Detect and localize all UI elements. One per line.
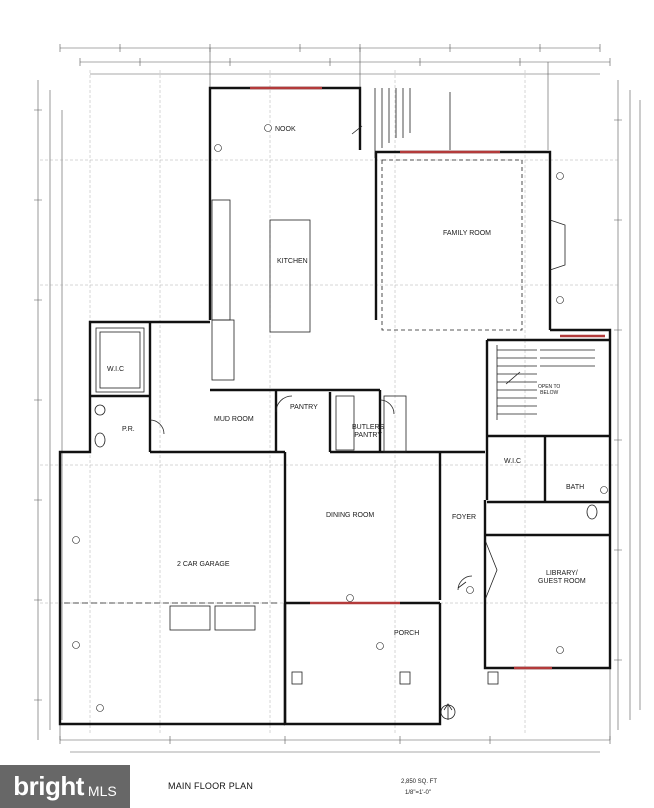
- room-label-kitchen: KITCHEN: [277, 258, 308, 265]
- fixtures: [64, 88, 598, 720]
- windows: [250, 86, 605, 670]
- room-label-wic-left: W.I.C: [107, 366, 125, 373]
- room-label-wic-right: W.I.C: [504, 458, 522, 465]
- bright-mls-watermark: bright MLS: [0, 765, 130, 808]
- room-label-garage: 2 CAR GARAGE: [177, 561, 230, 568]
- dimension-lines: [34, 44, 641, 753]
- plan-area: 2,850 SQ. FT: [401, 779, 438, 785]
- room-label-pantry: PANTRY: [290, 404, 318, 411]
- watermark-brand: bright: [13, 771, 84, 801]
- room-label-library: LIBRARY/ GUEST ROOM: [538, 570, 586, 585]
- room-label-porch: PORCH: [394, 630, 420, 637]
- room-label-pr: P.R.: [122, 426, 135, 433]
- plan-title: MAIN FLOOR PLAN: [168, 781, 254, 791]
- room-label-foyer: FOYER: [452, 514, 477, 521]
- room-label-dining-room: DINING ROOM: [326, 512, 375, 519]
- watermark-suffix: MLS: [87, 782, 117, 799]
- room-label-nook: NOOK: [275, 126, 296, 133]
- room-label-family-room: FAMILY ROOM: [443, 230, 491, 237]
- plan-scale: 1/8"=1'-0": [405, 790, 431, 796]
- callouts: [72, 124, 608, 712]
- room-label-bath: BATH: [566, 484, 585, 491]
- room-label-mud-room: MUD ROOM: [214, 416, 254, 423]
- room-label-butlers-pantry: BUTLERS PANTRY: [352, 424, 385, 439]
- room-label-open-to-below: OPEN TO BELOW: [538, 384, 561, 396]
